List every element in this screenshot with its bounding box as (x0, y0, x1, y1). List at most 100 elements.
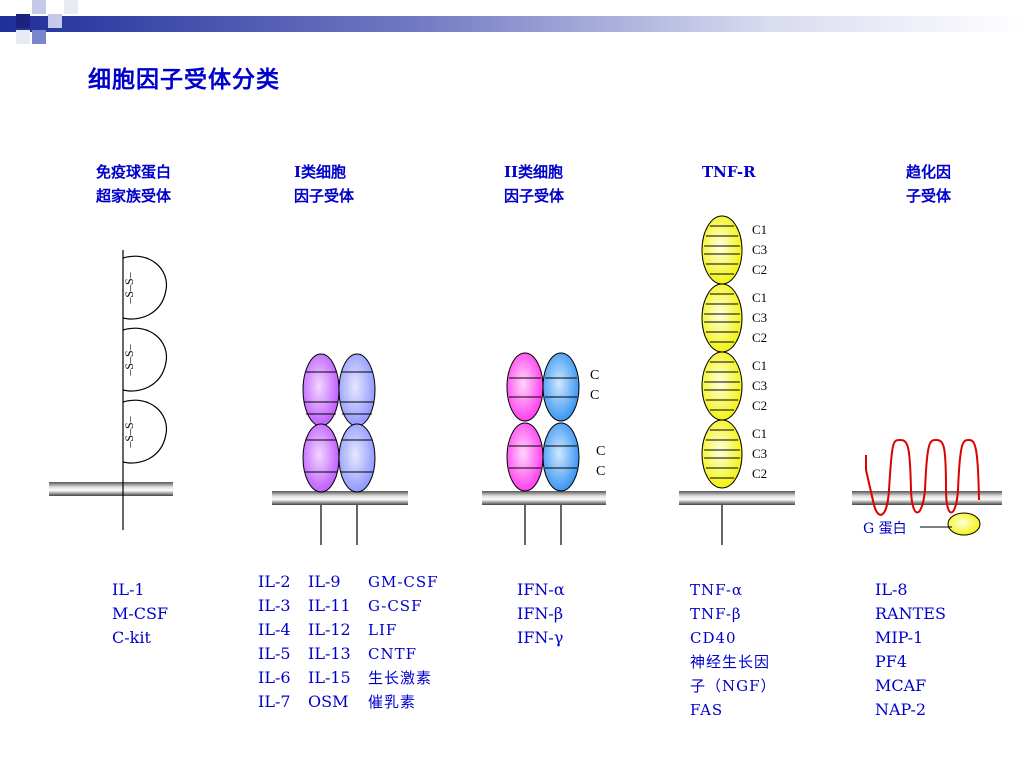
disulfide-label: –S–S– (122, 415, 136, 448)
ligand-item: PF4 (875, 652, 908, 671)
ligand-item: C-kit (112, 628, 151, 647)
header-class2: II类细胞 因子受体 (504, 160, 564, 208)
ligand-item: MCAF (875, 676, 927, 695)
domain (506, 422, 544, 492)
domain (302, 353, 340, 427)
cc-label: C (596, 464, 605, 479)
membrane (482, 491, 606, 505)
tnf-domain-label: C3 (752, 378, 767, 393)
disulfide-label: –S–S– (122, 343, 136, 376)
header-line: 免疫球蛋白 (96, 163, 172, 181)
ligand-item: 生长激素 (368, 669, 433, 687)
header-line: 子受体 (906, 187, 952, 205)
domain (302, 423, 340, 493)
ligand-item: IL-15 (308, 668, 351, 687)
class1-ligands-col3: GM-CSF G-CSF LIF CNTF 生长激素催乳素 (368, 570, 439, 714)
membrane (49, 482, 173, 496)
cc-label: C (590, 368, 599, 383)
ligand-item: IL-8 (875, 580, 908, 599)
domain (338, 423, 376, 493)
ligand-item: IFN-β (517, 604, 564, 623)
tnf-domain-label: C1 (752, 426, 767, 441)
tnf-domain-label: C1 (752, 358, 767, 373)
domain (506, 352, 544, 422)
ligand-item: RANTES (875, 604, 946, 623)
ligand-item: GM-CSF (368, 573, 439, 591)
ligand-item: IFN-γ (517, 628, 564, 647)
header-class1: I类细胞 因子受体 (294, 160, 354, 208)
domain (542, 352, 580, 422)
domain (338, 353, 376, 427)
class2-receptor: C C C C (506, 352, 605, 545)
ligand-item: IL-5 (258, 644, 291, 663)
ligand-item: IL-7 (258, 692, 291, 711)
cc-label: C (590, 388, 599, 403)
ligand-item: IL-4 (258, 620, 291, 639)
ligand-item: IL-6 (258, 668, 291, 687)
ligand-item: M-CSF (112, 604, 169, 623)
ligand-item: IL-11 (308, 596, 351, 615)
ligand-item: IL-12 (308, 620, 351, 639)
deco-square-dark (16, 14, 30, 28)
ligand-item: TNF-β (690, 605, 742, 623)
ligand-item: LIF (368, 621, 398, 639)
ligand-item: TNF-α (690, 581, 744, 599)
header-chemokine: 趋化因 子受体 (906, 160, 951, 208)
ligand-item: IL-9 (308, 572, 341, 591)
header-line: 趋化因 (906, 163, 952, 181)
ligand-item: IL-1 (112, 580, 145, 599)
disulfide-label: –S–S– (122, 271, 136, 304)
tnf-domain (701, 419, 743, 489)
deco-square-light (32, 0, 46, 14)
ligand-item: IFN-α (517, 580, 565, 599)
header-tnfr: TNF-R (702, 160, 756, 184)
ligand-item: 催乳素 (368, 693, 417, 711)
header-igsf: 免疫球蛋白 超家族受体 (96, 160, 171, 208)
membrane (272, 491, 408, 505)
tnf-domain-label: C2 (752, 466, 767, 481)
tnf-domain-label: C2 (752, 330, 767, 345)
header-line: TNF-R (702, 163, 756, 181)
ligand-item: FAS (690, 701, 724, 719)
deco-square-light (48, 14, 62, 28)
tnf-domain-label: C3 (752, 310, 767, 325)
ligand-item: G-CSF (368, 597, 423, 615)
chemokine-receptor (865, 438, 981, 536)
ligand-item: IL-3 (258, 596, 291, 615)
ligand-item: NAP-2 (875, 700, 927, 719)
slide-title: 细胞因子受体分类 (88, 66, 280, 93)
ligand-item: IL-2 (258, 572, 291, 591)
ligand-item: CD40 (690, 629, 737, 647)
deco-square-light (64, 0, 78, 14)
tnf-domain-label: C3 (752, 242, 767, 257)
ligand-item: 神经生长因 (690, 653, 771, 671)
deco-square-mid (32, 30, 46, 44)
header-line: 因子受体 (294, 187, 355, 205)
header-gradient-bar (0, 16, 1024, 32)
ligand-item: MIP-1 (875, 628, 924, 647)
ligand-item: IL-13 (308, 644, 351, 663)
header-line: 超家族受体 (96, 187, 172, 205)
igsf-receptor: –S–S– –S–S– –S–S– (122, 250, 168, 530)
tnf-domain-label: C1 (752, 222, 767, 237)
tnf-domain-label: C2 (752, 398, 767, 413)
header-line: 因子受体 (504, 187, 565, 205)
cc-label: C (596, 444, 605, 459)
tnf-domain-label: C2 (752, 262, 767, 277)
tnf-domain-label: C3 (752, 446, 767, 461)
membrane (679, 491, 795, 505)
ligand-item: CNTF (368, 645, 418, 663)
ligand-item: OSM (308, 692, 349, 711)
g-protein-label: G 蛋白 (863, 521, 907, 537)
tnf-domain-label: C1 (752, 290, 767, 305)
domain (542, 422, 580, 492)
g-protein (947, 512, 981, 536)
